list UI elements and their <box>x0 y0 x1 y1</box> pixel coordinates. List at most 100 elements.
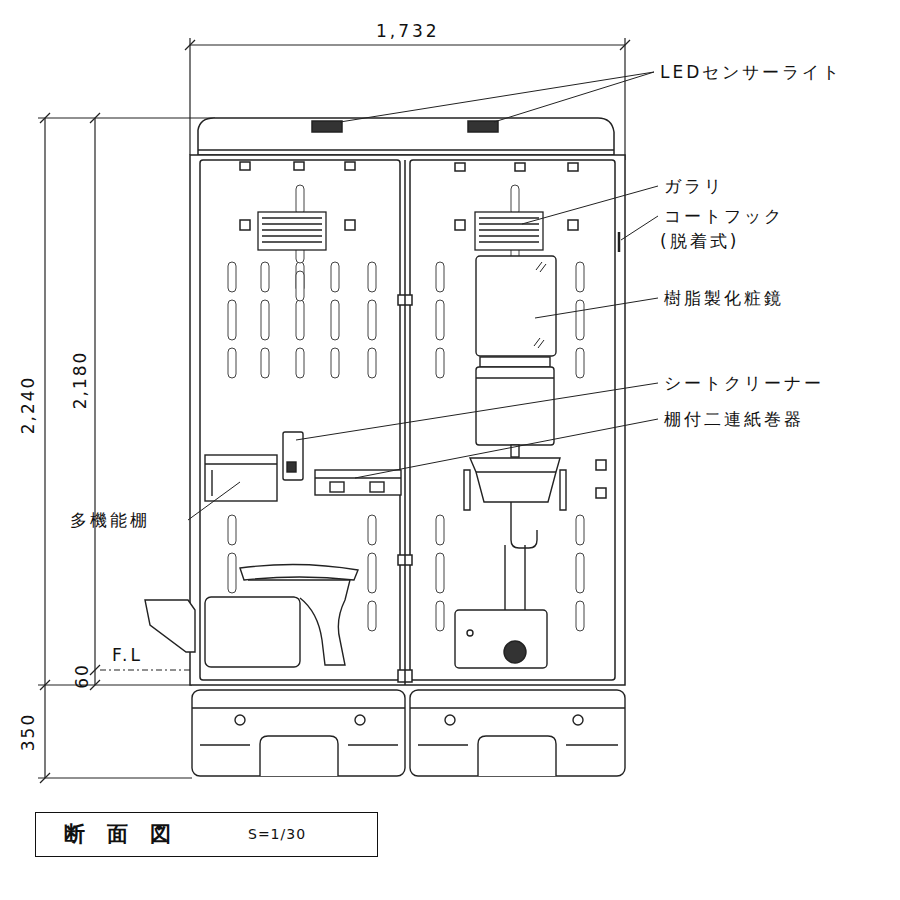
drawing-line <box>522 186 658 224</box>
drawing-line <box>40 773 50 783</box>
drawing-line <box>620 40 630 50</box>
drawing-rect <box>345 220 355 230</box>
drawing-path <box>145 600 195 652</box>
drawing-line <box>535 298 658 318</box>
drawing-line <box>340 72 654 122</box>
drawing-rect <box>568 163 578 171</box>
drawing-line <box>476 471 556 472</box>
drawing-path <box>464 470 566 510</box>
drawing-path <box>260 736 338 776</box>
drawing-line <box>624 38 625 160</box>
louvers <box>258 212 543 250</box>
drawing-rect <box>480 357 550 367</box>
drawing-line <box>410 707 625 708</box>
drawing-circle <box>504 641 526 663</box>
drawing-line <box>494 72 654 122</box>
drawing-rect <box>455 163 465 171</box>
drawing-line <box>90 113 100 123</box>
drawing-circle <box>235 715 245 725</box>
drawing-rect <box>455 610 547 668</box>
floor-level-mark: F.L <box>112 644 143 666</box>
drawing-use <box>576 515 584 631</box>
drawing-rect <box>330 482 344 492</box>
drawing-line <box>188 482 240 520</box>
leader-lines <box>188 72 658 520</box>
drawing-line <box>40 113 50 123</box>
drawing-rect <box>596 460 606 470</box>
drawing-line <box>198 149 614 151</box>
drawing-use <box>228 262 236 378</box>
drawing-rect <box>205 455 277 501</box>
drawing-rect <box>476 256 556 356</box>
toilet-body <box>190 118 625 685</box>
drawing-rect <box>568 220 578 230</box>
title-box: 断面図 S=1/30 <box>35 812 378 857</box>
drawing-path <box>248 580 350 665</box>
drawing-line <box>38 684 192 685</box>
scale-text: S=1/30 <box>248 826 306 842</box>
drawing-use <box>261 262 269 378</box>
drawing-line <box>211 470 212 496</box>
part-name: 樹脂製化粧鏡 <box>664 287 784 309</box>
drawing-title: 断面図 <box>64 820 193 848</box>
drawing-rect <box>515 163 525 171</box>
drawing-circle <box>467 630 473 636</box>
drawing-line <box>100 669 195 670</box>
drawing-use <box>368 515 376 631</box>
drawing-line <box>296 383 658 440</box>
drawing-use <box>436 515 444 631</box>
drawing-rect <box>345 162 355 170</box>
drawing-use <box>368 262 376 378</box>
drawing-line <box>621 216 658 240</box>
drawing-rect <box>287 462 296 472</box>
dimension-text: 2,180 <box>69 351 91 410</box>
drawing-use <box>576 262 584 378</box>
drawing-line <box>205 463 277 464</box>
drawing-line <box>476 377 554 378</box>
part-name: ガラリ <box>664 175 724 197</box>
drawing-rect <box>190 155 625 685</box>
fixtures <box>145 256 566 668</box>
base-frame <box>192 690 625 776</box>
drawing-line <box>44 118 45 778</box>
drawing-line <box>618 232 621 252</box>
dimension-text: 60 <box>71 663 93 689</box>
drawing-path <box>240 564 358 580</box>
drawing-rect <box>258 212 326 250</box>
wall-ribs <box>228 185 584 631</box>
part-name: コートフック <box>664 205 784 227</box>
drawing-line <box>192 707 405 708</box>
part-name: LEDセンサーライト <box>660 61 842 83</box>
drawing-circle <box>445 715 455 725</box>
drawing-path <box>200 744 618 745</box>
dimension-text: 2,240 <box>17 376 39 435</box>
drawing-rect <box>315 470 401 495</box>
drawing-circle <box>355 715 365 725</box>
drawing-line <box>355 419 658 478</box>
part-name: シートクリーナー <box>664 372 824 394</box>
drawing-line <box>190 44 625 45</box>
drawing-rect <box>468 121 498 132</box>
dimension-lines <box>38 38 630 783</box>
drawing-line <box>185 40 195 50</box>
drawing-rect <box>410 160 615 680</box>
drawing-use <box>331 262 339 378</box>
drawing-rect <box>312 121 342 132</box>
drawing-rect <box>455 220 465 230</box>
drawing-path <box>470 458 560 502</box>
part-name: 棚付二連紙巻器 <box>664 408 804 430</box>
drawing-rect <box>240 162 250 170</box>
drawing-rect <box>200 160 400 680</box>
drawing-path <box>534 262 546 348</box>
drawing-path <box>262 218 322 242</box>
drawing-path <box>511 502 537 548</box>
drawing-line <box>189 38 190 155</box>
drawing-line <box>40 680 50 690</box>
drawing-rect <box>475 212 543 250</box>
drawing-rect <box>596 488 606 498</box>
drawing-use <box>436 262 444 378</box>
drawing-rect <box>294 162 304 170</box>
drawing-circle <box>573 715 583 725</box>
drawing-rect <box>370 482 384 492</box>
drawing-path <box>478 736 556 776</box>
